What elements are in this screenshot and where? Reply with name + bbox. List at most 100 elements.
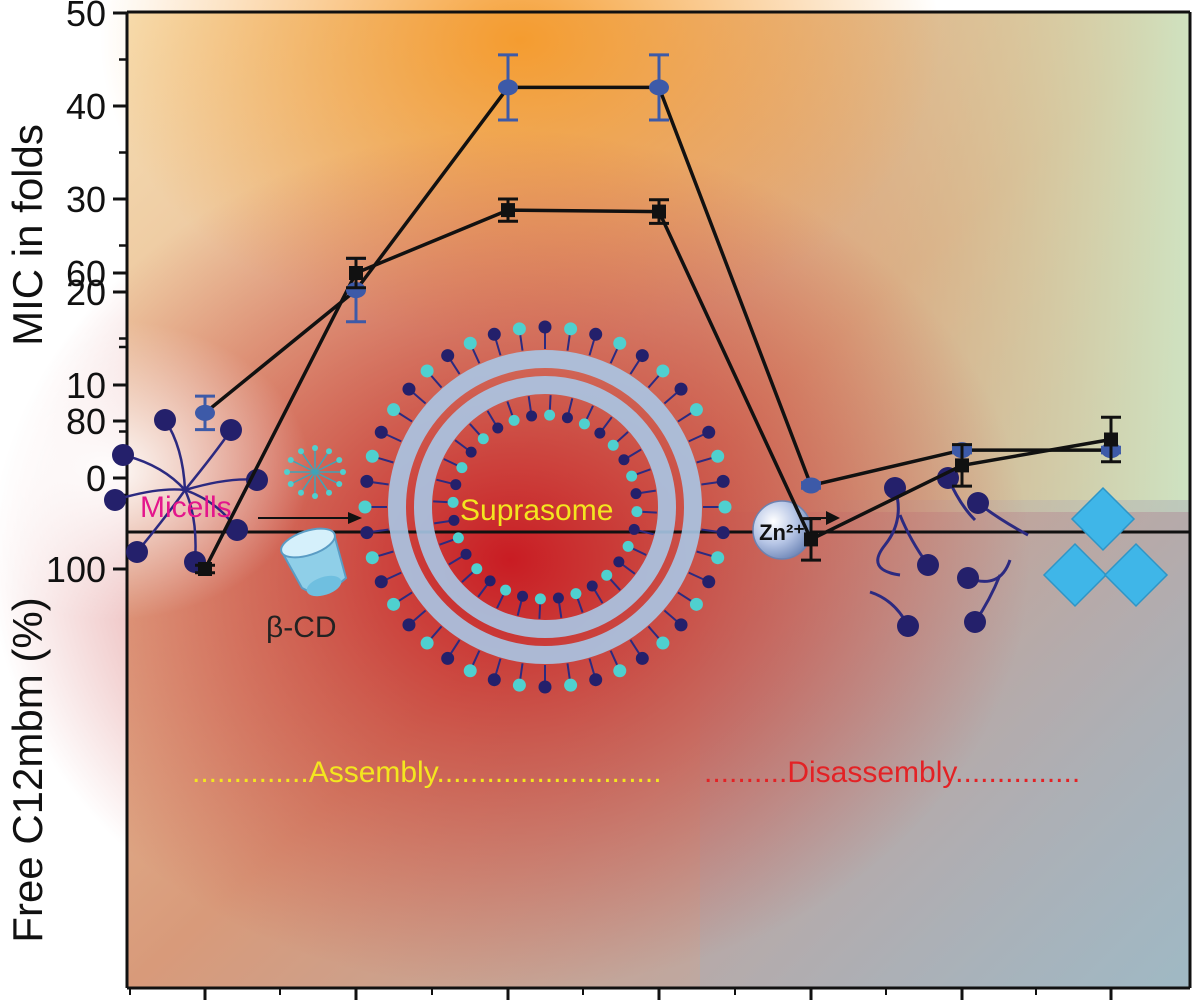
inner-tail bbox=[434, 520, 451, 525]
inner-tail bbox=[454, 439, 469, 451]
micelle-head bbox=[126, 541, 148, 563]
outer-tail bbox=[566, 663, 572, 682]
beta-cd-label: β-CD bbox=[266, 611, 337, 644]
inner-head bbox=[517, 590, 529, 602]
monomer-head bbox=[964, 611, 986, 633]
outer-head bbox=[358, 500, 372, 514]
outer-head bbox=[441, 349, 455, 363]
star-arm bbox=[290, 471, 316, 485]
outer-head bbox=[402, 618, 416, 632]
outer-head bbox=[365, 449, 379, 463]
inner-head bbox=[544, 409, 556, 421]
outer-tail bbox=[449, 358, 461, 375]
outer-tail bbox=[701, 480, 720, 486]
outer-tail bbox=[629, 639, 641, 656]
outer-tail bbox=[384, 432, 402, 443]
data-point bbox=[804, 532, 818, 547]
inner-head bbox=[586, 580, 598, 592]
outer-tail bbox=[370, 528, 389, 534]
zinc-ion-sphere: Zn²⁺ bbox=[752, 500, 812, 560]
inner-tail bbox=[621, 563, 636, 575]
inner-head bbox=[630, 488, 642, 500]
amphiphile-star-icon bbox=[284, 445, 346, 499]
outer-head bbox=[512, 678, 526, 692]
inner-tail bbox=[436, 478, 453, 485]
bilayer-outer bbox=[388, 350, 702, 664]
inner-tail bbox=[469, 423, 482, 437]
outer-tail bbox=[470, 650, 481, 668]
inner-tail bbox=[558, 601, 563, 618]
zinc-crystal-diamonds-icon bbox=[1042, 486, 1169, 608]
inner-tail bbox=[615, 431, 629, 444]
star-arm bbox=[314, 471, 330, 494]
bilayer-inner bbox=[414, 376, 676, 638]
inner-tail bbox=[567, 398, 574, 415]
outer-head bbox=[674, 618, 688, 632]
outer-head bbox=[487, 327, 501, 341]
outer-tail bbox=[428, 373, 443, 389]
star-arm bbox=[314, 459, 340, 473]
inner-tail bbox=[477, 583, 489, 598]
outer-tail bbox=[411, 390, 427, 405]
outer-head bbox=[538, 320, 552, 334]
outer-head bbox=[538, 680, 552, 694]
outer-tail bbox=[609, 650, 620, 668]
monomer-head bbox=[957, 567, 979, 589]
star-arm bbox=[314, 471, 340, 485]
star-node bbox=[326, 489, 332, 496]
inner-head bbox=[508, 414, 520, 426]
inner-tail bbox=[461, 570, 475, 583]
star-node bbox=[287, 457, 294, 463]
outer-head bbox=[564, 322, 578, 336]
outer-tail bbox=[411, 609, 427, 624]
inner-head bbox=[447, 496, 459, 508]
outer-tail bbox=[663, 609, 679, 624]
inner-tail bbox=[538, 602, 542, 619]
data-point bbox=[498, 79, 518, 96]
inner-head bbox=[570, 588, 582, 600]
inner-tail bbox=[608, 577, 621, 591]
outer-head bbox=[674, 382, 688, 396]
inner-head bbox=[607, 439, 619, 451]
y-tick-label: 60 bbox=[66, 253, 106, 294]
outer-head bbox=[564, 678, 578, 692]
outer-head bbox=[635, 651, 649, 665]
data-point bbox=[1104, 432, 1118, 447]
outer-head bbox=[387, 597, 401, 611]
outer-tail bbox=[696, 550, 715, 558]
y-tick-label: 30 bbox=[66, 179, 106, 220]
outer-tail bbox=[663, 390, 679, 405]
y-tick-label: 50 bbox=[66, 0, 106, 34]
star-arm bbox=[314, 450, 330, 473]
micelle-head bbox=[220, 419, 242, 441]
data-point bbox=[955, 458, 969, 473]
monomer-head bbox=[967, 492, 989, 514]
outer-tail bbox=[375, 550, 394, 558]
suprasome-label: Suprasome bbox=[460, 494, 613, 527]
micelles-label: Micells bbox=[140, 491, 232, 524]
outer-head bbox=[613, 664, 627, 678]
outer-head bbox=[374, 425, 388, 439]
outer-tail bbox=[688, 571, 706, 582]
inner-tail bbox=[443, 458, 459, 467]
inner-head bbox=[561, 412, 573, 424]
outer-tail bbox=[375, 456, 394, 464]
outer-head bbox=[402, 382, 416, 396]
outer-head bbox=[487, 673, 501, 687]
outer-tail bbox=[647, 625, 662, 641]
bottom-y-axis-label: Free C12mbm (%) bbox=[4, 597, 51, 942]
free-c12mbm-series-points bbox=[195, 197, 1121, 576]
outer-head bbox=[716, 474, 730, 488]
monomer-head bbox=[897, 615, 919, 637]
y-tick-label: 40 bbox=[66, 86, 106, 127]
outer-head bbox=[463, 664, 477, 678]
monomer-head bbox=[937, 467, 959, 489]
inner-head bbox=[618, 454, 630, 466]
outer-tail bbox=[647, 373, 662, 389]
zinc-ion-label: Zn²⁺ bbox=[759, 520, 805, 545]
inner-tail bbox=[637, 529, 654, 536]
star-node bbox=[312, 445, 318, 451]
outer-head bbox=[365, 551, 379, 565]
